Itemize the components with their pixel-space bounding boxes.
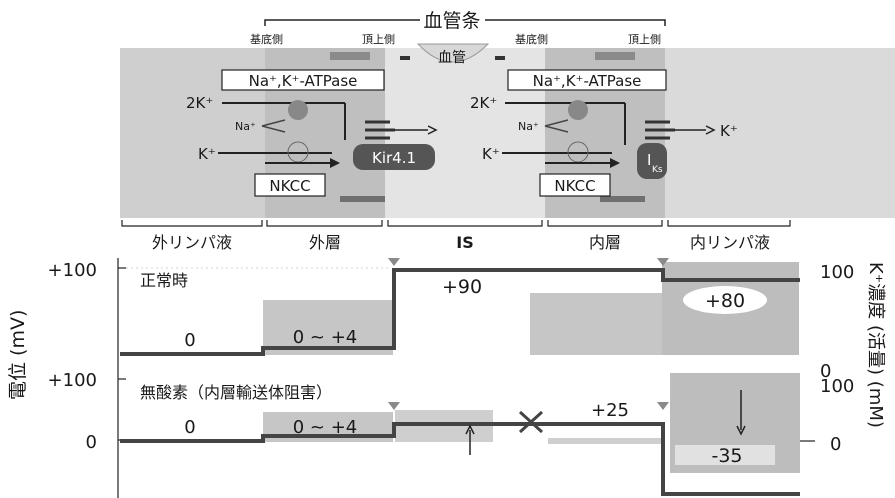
left-tick-lower-100: +100: [48, 370, 97, 391]
iks-sub-label: Ks: [652, 165, 663, 175]
anoxia-title: 無酸素（内層輸送体阻害）: [140, 383, 332, 402]
right-pump-circle: [568, 100, 588, 120]
anoxia-v-perilymph: 0: [184, 417, 195, 438]
right-tick-lower-100: 100: [820, 376, 854, 397]
right-tick-lower-0: 0: [830, 434, 841, 455]
inner-dark-bar-bottom: [600, 196, 645, 202]
right-2k-label: 2K⁺: [470, 94, 497, 112]
region-label-perilymph: 外リンパ液: [152, 233, 232, 252]
anoxia-inner-band: [548, 438, 662, 444]
left-nkcc-label: NKCC: [269, 177, 310, 195]
left-pump-label: Na⁺,K⁺-ATPase: [249, 72, 358, 90]
region-label-outer-layer: 外層: [309, 233, 341, 252]
right-axis-label: K⁺濃度 (活量) (mM): [865, 262, 886, 428]
panel-normal: [120, 258, 800, 355]
left-tick-lower-0: 0: [86, 432, 97, 453]
left-k-label: K⁺: [198, 145, 216, 163]
anoxia-v-outer: 0 ~ +4: [293, 417, 358, 438]
anoxia-triangle-is: [388, 402, 400, 410]
normal-v-perilymph: 0: [184, 330, 195, 351]
right-pump-label: Na⁺,K⁺-ATPase: [533, 72, 642, 90]
left-basal-label: 基底側: [250, 32, 283, 46]
normal-inner-band: [530, 293, 662, 355]
anoxia-v-is: +25: [591, 400, 629, 421]
bracket-title: 血管条: [423, 10, 480, 32]
kir41-label: Kir4.1: [372, 149, 416, 167]
right-apical-label: 頂上側: [628, 33, 661, 46]
inner-dark-bar-top: [595, 52, 635, 60]
anoxia-v-endolymph: -35: [711, 445, 742, 467]
left-apical-label: 頂上側: [362, 33, 395, 46]
anoxia-triangle-endo: [657, 402, 669, 410]
region-brackets: [122, 220, 790, 226]
normal-title: 正常時: [140, 271, 188, 290]
outer-dark-bar-top: [330, 52, 370, 60]
endolymph-region-shade: [665, 48, 895, 218]
normal-triangle-is: [388, 258, 400, 266]
right-na-label: Na⁺: [518, 120, 539, 133]
left-na-label: Na⁺: [235, 120, 256, 133]
region-label-inner-layer: 内層: [589, 233, 621, 252]
right-basal-label: 基底側: [515, 32, 548, 46]
normal-v-endolymph: +80: [705, 290, 745, 312]
region-label-is: IS: [456, 233, 473, 252]
right-tick-upper-100: 100: [820, 262, 854, 283]
right-k-label: K⁺: [482, 145, 500, 163]
normal-v-is: +90: [442, 276, 482, 298]
left-axis-label: 電位 (mV): [7, 310, 29, 400]
region-label-endolymph: 内リンパ液: [690, 233, 770, 252]
right-nkcc-label: NKCC: [554, 177, 595, 195]
vessel-label: 血管: [438, 50, 466, 66]
outer-dark-bar-bottom: [340, 196, 385, 202]
left-2k-label: 2K⁺: [186, 94, 213, 112]
normal-v-outer: 0 ~ +4: [293, 327, 358, 348]
left-pump-circle: [288, 100, 308, 120]
iks-label: I: [647, 151, 651, 169]
right-k-out-label: K⁺: [720, 122, 738, 140]
left-tick-upper-100: +100: [48, 260, 97, 281]
